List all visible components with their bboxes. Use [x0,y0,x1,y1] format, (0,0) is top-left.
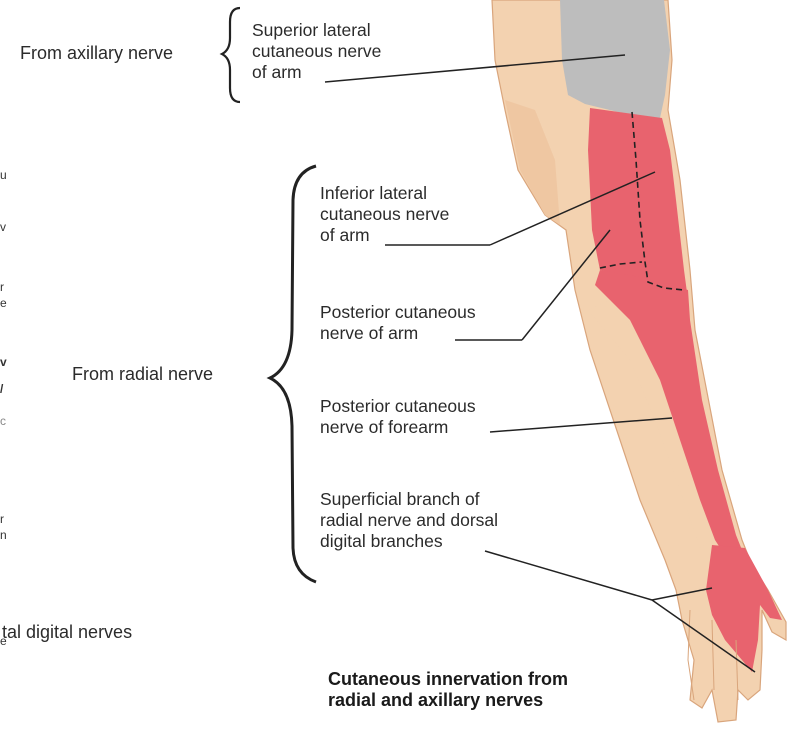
posterior-cutaneous-forearm-label: Posterior cutaneous nerve of forearm [320,396,476,438]
radial-group-label: From radial nerve [72,364,213,385]
inferior-lateral-cutaneous-label: Inferior lateral cutaneous nerve of arm [320,183,449,246]
cutoff-fragment: e [0,296,7,310]
figure-caption: Cutaneous innervation from radial and ax… [328,669,568,711]
cutoff-fragment: / [0,382,3,396]
superior-lateral-cutaneous-label: Superior lateral cutaneous nerve of arm [252,20,381,83]
axillary-brace [222,8,240,102]
cutoff-digital-nerves-label: tal digital nerves [2,622,132,643]
cutoff-fragment: u [0,168,7,182]
posterior-cutaneous-arm-label: Posterior cutaneous nerve of arm [320,302,476,344]
cutoff-fragment: r [0,280,4,294]
superficial-branch-label: Superficial branch of radial nerve and d… [320,489,498,552]
cutoff-fragment: v [0,355,7,369]
cutoff-fragment: r [0,512,4,526]
cutoff-fragment: n [0,528,7,542]
cutoff-fragment: c [0,414,6,428]
radial-brace [270,166,316,582]
cutoff-fragment: v [0,220,6,234]
axillary-group-label: From axillary nerve [20,43,173,64]
